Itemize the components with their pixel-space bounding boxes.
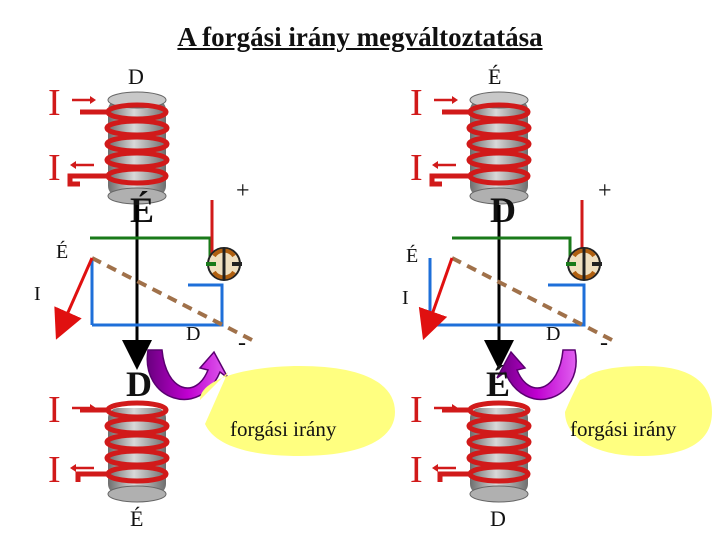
right-green-wire [452, 236, 572, 262]
left-plus-label: + [236, 178, 250, 204]
right-bottom-current-1: I [410, 389, 423, 431]
right-panel: I I É D + - É I D forgási irány É [402, 64, 712, 531]
left-rotation-arrow [146, 349, 229, 401]
left-force-vector [54, 257, 94, 340]
current-arrowhead [452, 404, 458, 412]
right-force-vector [418, 257, 454, 341]
left-minus-label: - [238, 330, 246, 356]
current-arrowhead [452, 96, 458, 104]
right-top-pole-label: É [488, 64, 501, 89]
current-arrowhead [90, 96, 96, 104]
right-top-core-pole: D [490, 190, 516, 230]
right-bottom-pole-label: D [490, 506, 506, 531]
right-bottom-core-pole: É [486, 364, 510, 404]
left-bottom-pole-label: É [130, 506, 143, 531]
current-arrowhead [70, 464, 76, 472]
right-bottom-coil [437, 400, 532, 503]
left-green-wire [90, 236, 212, 262]
left-top-current-2: I [48, 147, 61, 189]
right-current-i-label: I [402, 287, 409, 309]
current-arrowhead [90, 404, 96, 412]
left-bottom-coil [75, 400, 170, 503]
coil-windings [67, 102, 170, 187]
right-top-current-1: I [410, 82, 423, 124]
left-top-core-pole: É [130, 190, 154, 230]
left-bottom-current-1: I [48, 389, 61, 431]
right-armature-line [451, 256, 613, 342]
current-arrowhead [432, 161, 438, 169]
left-callout-text: forgási irány [230, 417, 337, 441]
left-bottom-current-2: I [48, 449, 61, 491]
current-arrowhead [432, 464, 438, 472]
right-plus-label: + [598, 178, 612, 204]
left-armature-d-label: D [186, 323, 200, 345]
left-armature-e-label: É [56, 240, 68, 263]
right-callout-text: forgási irány [570, 417, 677, 441]
right-rotation-arrow [496, 349, 577, 401]
right-bottom-current-2: I [410, 449, 423, 491]
coil-core-bottom [107, 187, 167, 205]
right-callout-bubble [565, 366, 712, 456]
page-title: A forgási irány megváltoztatása [177, 22, 543, 52]
right-minus-label: - [600, 330, 608, 356]
left-blue-wire [90, 258, 224, 327]
left-bottom-core-pole: D [126, 364, 152, 404]
left-top-pole-label: D [128, 64, 144, 89]
right-top-current-2: I [410, 147, 423, 189]
right-armature-d-label: D [546, 323, 560, 345]
left-callout-bubble [200, 366, 395, 456]
right-commutator [566, 247, 602, 281]
left-top-current-1: I [48, 82, 61, 124]
left-top-coil [67, 91, 170, 205]
right-armature-e-label: É [406, 244, 418, 267]
left-armature-line [91, 256, 253, 342]
current-arrowhead [70, 161, 76, 169]
left-current-i-label: I [34, 283, 41, 305]
right-top-coil [429, 91, 532, 205]
left-commutator [206, 247, 242, 281]
left-panel: I I D É + - É I D f [34, 64, 395, 531]
